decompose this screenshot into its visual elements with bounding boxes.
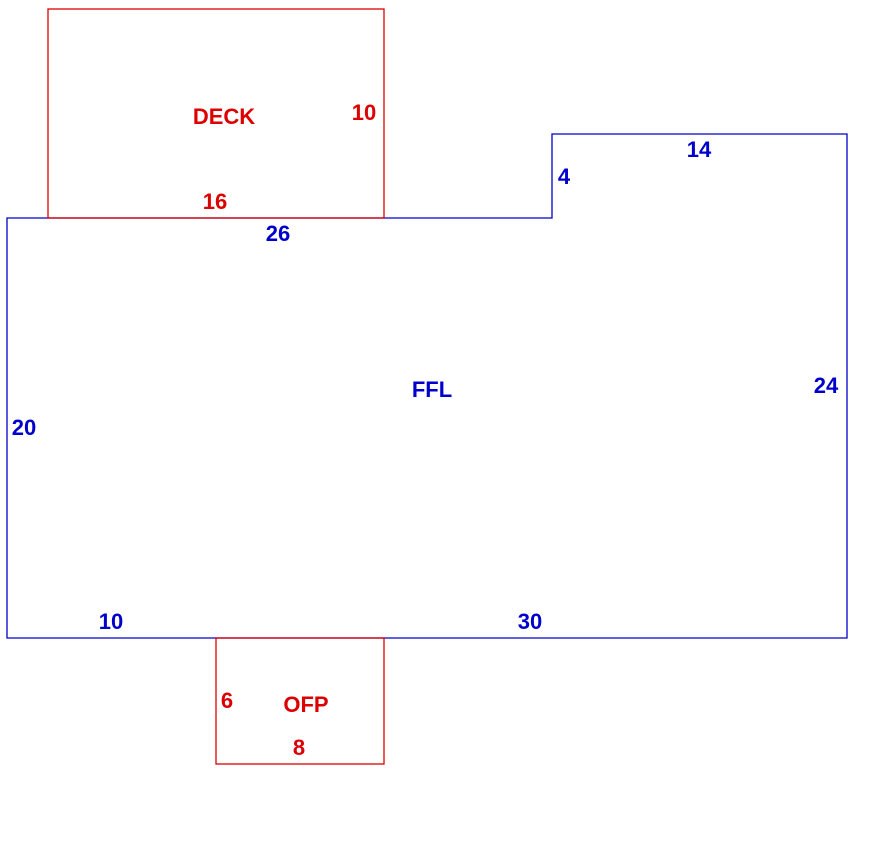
deck-bottom-dimension: 16 [203,189,227,214]
ofp-outline [215,637,385,765]
ofp-bottom-dimension: 8 [293,735,305,760]
ffl-name-label: FFL [412,377,452,402]
ffl-left-dimension: 20 [12,415,36,440]
ffl-bottom-right-dimension: 30 [518,609,542,634]
ffl-bottom-left-dimension: 10 [99,609,123,634]
ffl-right-dimension: 24 [814,373,839,398]
ofp-left-dimension: 6 [221,688,233,713]
ffl-outline [6,133,848,639]
deck-right-dimension: 10 [352,100,376,125]
deck-outline [47,8,385,219]
ffl-step-dimension: 4 [558,164,571,189]
ofp-name-label: OFP [283,692,328,717]
deck-name-label: DECK [193,104,255,129]
ffl-top-left-dimension: 26 [266,221,290,246]
ffl-top-right-dimension: 14 [687,137,712,162]
